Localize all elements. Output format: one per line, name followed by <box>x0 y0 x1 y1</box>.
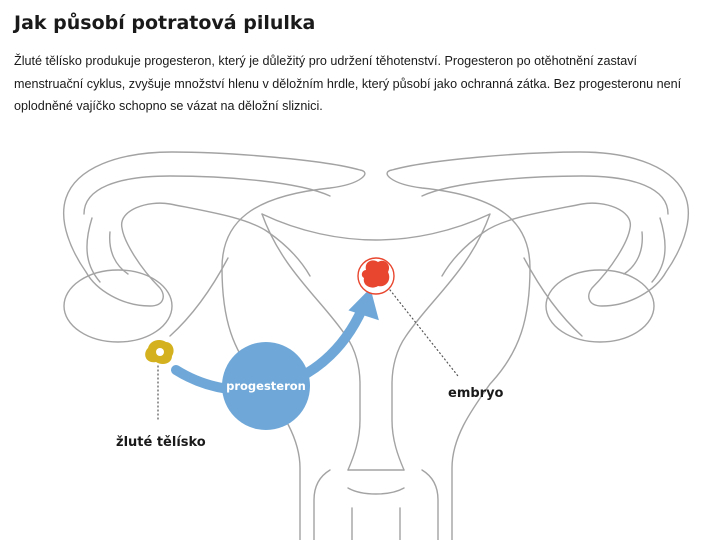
corpus-luteum-label: žluté tělísko <box>116 435 206 450</box>
page-title: Jak působí potratová pilulka <box>14 12 316 34</box>
left-ovary <box>63 269 173 343</box>
cervix <box>313 469 331 540</box>
arrow-head <box>348 288 379 321</box>
progesteron-circle <box>222 342 310 430</box>
right-ovary <box>545 269 655 343</box>
embryo-label: embryo <box>448 386 504 401</box>
intro-paragraph: Žluté tělísko produkuje progesteron, kte… <box>14 54 682 113</box>
progesteron-label: progesteron <box>226 379 306 393</box>
uterine-cavity <box>261 213 491 471</box>
uterus-outer-outline <box>62 151 366 540</box>
embryo-leader <box>389 289 459 377</box>
embryo <box>361 260 390 288</box>
corpus-luteum <box>145 340 174 364</box>
uterus-outline <box>62 151 690 540</box>
